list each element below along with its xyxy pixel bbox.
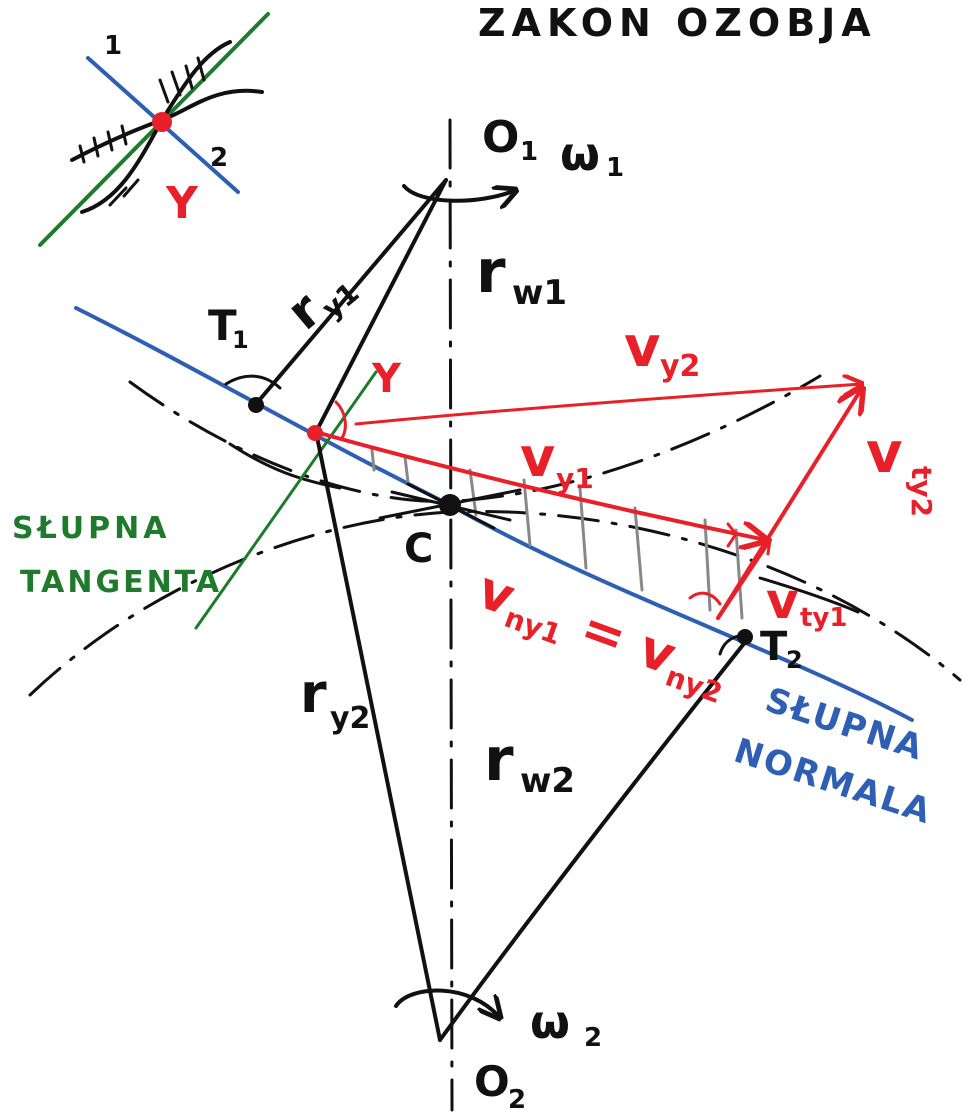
label-vny1-sub: ny1 bbox=[500, 601, 565, 652]
point-y bbox=[307, 425, 323, 441]
label-ry1: r y1 bbox=[276, 276, 366, 341]
inset-green-tangent bbox=[38, 12, 270, 247]
label-line-of-action: SŁUPNA NORMALA bbox=[729, 680, 937, 832]
label-t1-sub: 1 bbox=[232, 326, 249, 354]
label-t1-main: T bbox=[208, 301, 237, 350]
inset-contact-point bbox=[152, 112, 172, 132]
label-vty1-sub: ty1 bbox=[800, 603, 847, 633]
red-tick-vty1 bbox=[754, 536, 772, 556]
label-vy1: v y1 bbox=[520, 426, 594, 495]
label-t2-sub: 2 bbox=[786, 646, 803, 674]
label-vy1-sub: y1 bbox=[556, 462, 594, 495]
label-omega2: ω 2 bbox=[530, 995, 602, 1053]
radius-o1-t1 bbox=[254, 178, 448, 406]
inset-label-1: 1 bbox=[104, 31, 122, 61]
label-tangent: SŁUPNA TANGENTA bbox=[12, 511, 222, 600]
label-tangent-line2: TANGENTA bbox=[20, 565, 222, 600]
inset-hatching bbox=[78, 56, 206, 207]
label-o2: O 2 bbox=[474, 1057, 526, 1115]
label-vny2-sub: ny2 bbox=[661, 659, 726, 710]
label-c: C bbox=[404, 526, 433, 572]
label-rw1-main: r bbox=[476, 237, 506, 307]
vector-vy2 bbox=[354, 384, 862, 426]
label-vty2-main: v bbox=[866, 421, 903, 486]
label-rw2-sub: w2 bbox=[520, 761, 575, 801]
label-vy2-main: v bbox=[624, 315, 661, 380]
label-rw2: r w2 bbox=[484, 725, 575, 801]
label-vy1-main: v bbox=[520, 426, 555, 489]
label-o1-sub: 1 bbox=[520, 137, 538, 167]
radius-o1-y bbox=[314, 178, 448, 434]
label-vty1: v ty1 bbox=[766, 572, 847, 633]
omega2-arrow bbox=[394, 988, 500, 1018]
page-title: ZAKON OZOBJA bbox=[478, 1, 877, 45]
inset-label-2: 2 bbox=[210, 143, 228, 173]
label-rw2-main: r bbox=[484, 725, 514, 795]
label-o2-main: O bbox=[474, 1057, 510, 1106]
omega1-arrow bbox=[402, 184, 516, 201]
label-vy2-sub: y2 bbox=[660, 349, 700, 384]
label-t2-main: T bbox=[760, 624, 788, 670]
right-angle-t1 bbox=[224, 374, 282, 390]
label-omega1-sub: 1 bbox=[606, 153, 624, 183]
label-omega1: ω 1 bbox=[560, 127, 624, 183]
angle-mark-y bbox=[334, 400, 347, 440]
label-ry2-sub: y2 bbox=[330, 701, 370, 736]
angle-mark-t2 bbox=[688, 591, 722, 606]
label-tangent-line1: SŁUPNA bbox=[12, 511, 170, 546]
inset-label-y: Y bbox=[165, 178, 199, 229]
tangent-line bbox=[194, 370, 378, 630]
label-ry2: r y2 bbox=[300, 662, 370, 736]
label-o1: O 1 bbox=[482, 112, 538, 167]
label-omega2-sub: 2 bbox=[584, 1023, 602, 1053]
label-vty2-sub: ty2 bbox=[905, 466, 938, 517]
label-rw1-sub: w1 bbox=[512, 273, 567, 313]
center-line bbox=[448, 118, 454, 1112]
label-t1: T 1 bbox=[208, 301, 249, 354]
label-vty2: v ty2 bbox=[866, 421, 938, 517]
inset-contact-detail: 1 2 Y bbox=[38, 12, 270, 247]
label-t2: T 2 bbox=[760, 624, 803, 674]
label-omega2-main: ω bbox=[530, 995, 570, 1049]
label-o1-main: O bbox=[482, 112, 519, 163]
red-tick-vy1 bbox=[726, 522, 738, 548]
label-o2-sub: 2 bbox=[508, 1085, 526, 1115]
label-vny-mid: = v bbox=[556, 591, 683, 686]
profile-arc-2 bbox=[758, 576, 860, 614]
point-t2 bbox=[737, 629, 753, 645]
label-vty1-main: v bbox=[766, 572, 799, 630]
vector-vy1 bbox=[314, 430, 766, 540]
label-rw1: r w1 bbox=[476, 237, 567, 313]
point-t1 bbox=[248, 397, 264, 413]
point-c bbox=[439, 494, 461, 516]
label-omega1-main: ω bbox=[560, 127, 600, 181]
radius-o2-y bbox=[314, 430, 442, 1042]
label-ry2-main: r bbox=[300, 662, 327, 725]
radius-o2-t2 bbox=[438, 634, 752, 1042]
label-vy2: v y2 bbox=[624, 315, 700, 384]
label-y-point: Y bbox=[371, 356, 402, 402]
vector-vty1 bbox=[716, 538, 772, 620]
